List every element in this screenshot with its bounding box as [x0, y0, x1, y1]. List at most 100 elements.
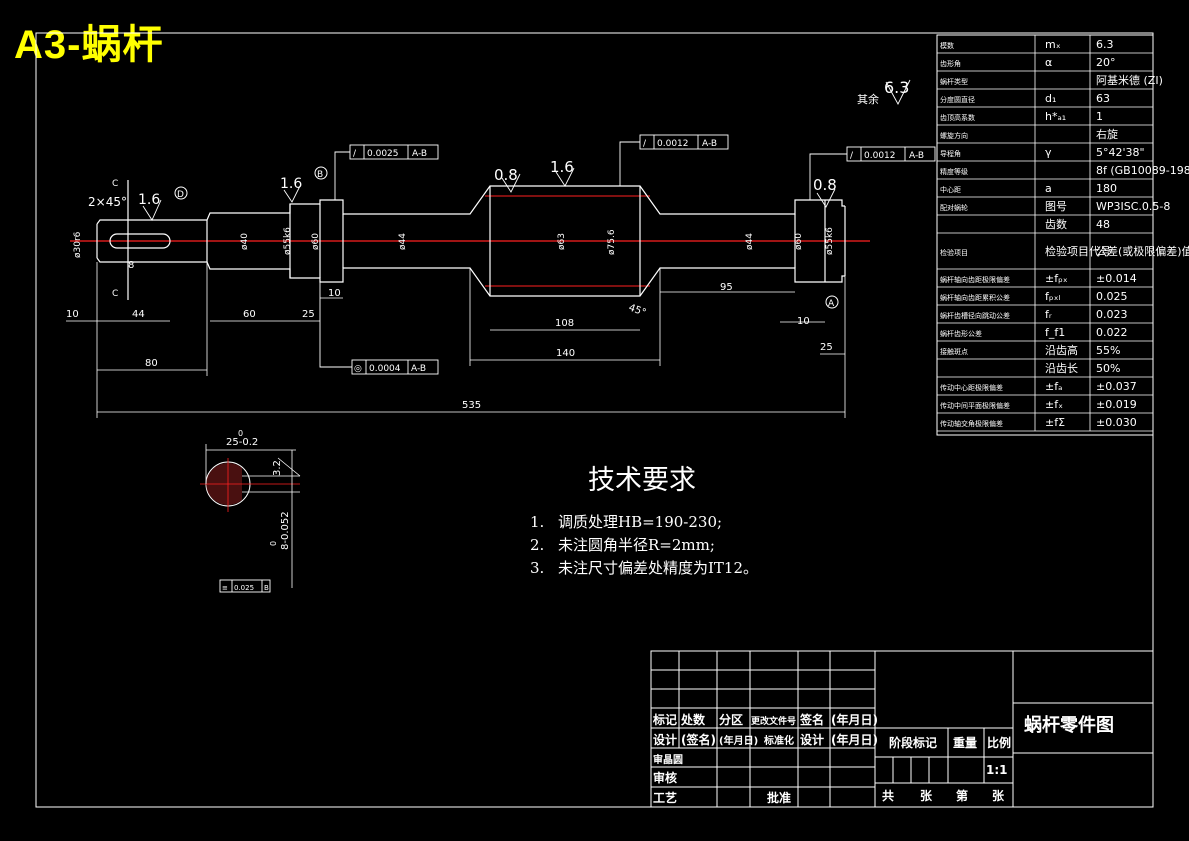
- tb-approve: 批准: [767, 790, 791, 805]
- requirement-number: 3.: [530, 559, 545, 577]
- param-value: 0.025: [1096, 290, 1128, 303]
- param-value: 公差(或极限偏差)值: [1096, 244, 1189, 258]
- tb-scale: 1:1: [986, 763, 1008, 777]
- requirement-text: 未注圆角半径R=2mm;: [558, 536, 715, 554]
- datum-markers: [174, 166, 839, 309]
- roughness-symbols: [142, 79, 911, 221]
- datum-d: D: [177, 190, 184, 200]
- datum-a: A: [828, 299, 835, 309]
- param-symbol: f_f1: [1045, 326, 1065, 339]
- tb-stage: 阶段标记: [889, 735, 937, 750]
- keyway-depth: 3.2: [272, 460, 283, 476]
- param-symbol: ±fₐ: [1045, 380, 1062, 393]
- tb-check: 审核: [653, 770, 677, 785]
- roughness-other-value: 6.3: [884, 78, 909, 97]
- dia-60-right: ø60: [794, 233, 804, 250]
- tb-row2-0: 设计: [653, 732, 677, 747]
- shaft-outline: [96, 180, 846, 300]
- tf5-value: 0.025: [234, 584, 254, 592]
- param-row: 传动轴交角极限偏差±fΣ±0.030: [937, 413, 1153, 432]
- dia-30r6: ø30r6: [73, 231, 83, 258]
- roughness-other-label: 其余: [857, 92, 879, 106]
- tb-drawing-title: 蜗杆零件图: [1024, 714, 1114, 736]
- keyway-width: 25-0.2: [226, 437, 258, 448]
- roughness-1: 1.6: [280, 176, 302, 192]
- dim-10a: 10: [66, 309, 79, 320]
- param-symbol: 沿齿长: [1045, 362, 1078, 375]
- tb-row2-3: 标准化: [763, 734, 794, 747]
- param-name: 蜗杆类型: [940, 77, 968, 86]
- dia-60-left: ø60: [311, 233, 321, 250]
- param-value: 阿基米德 (ZI): [1096, 73, 1163, 87]
- dim-angle: 45°: [627, 302, 647, 318]
- dim-140: 140: [556, 348, 575, 359]
- param-symbol: ±fₚₓ: [1045, 272, 1068, 285]
- param-symbol: γ: [1045, 146, 1052, 159]
- tf2-symbol: /: [643, 139, 647, 149]
- tf3-value: 0.0012: [864, 151, 896, 161]
- param-value: 0.023: [1096, 308, 1128, 321]
- param-row: 传动中心距极限偏差±fₐ±0.037: [937, 377, 1153, 396]
- param-name: 导程角: [940, 149, 961, 158]
- tb-row2-4: 设计: [800, 732, 824, 747]
- param-symbol: fᵣ: [1045, 308, 1052, 321]
- tf2-value: 0.0012: [657, 139, 689, 149]
- dim-44: 44: [132, 309, 145, 320]
- tb-row1-5: (年月日): [831, 712, 878, 727]
- chamfer-note: 2×45°: [88, 195, 127, 209]
- title-block-texts: 标记 处数 分区 更改文件号 签名 (年月日) 设计 (签名) (年月日) 标准…: [652, 712, 1114, 805]
- tf5-datum: B: [264, 584, 269, 592]
- param-value: 63: [1096, 92, 1110, 105]
- param-symbol: fₚₓₗ: [1045, 290, 1060, 303]
- tf3-symbol: /: [850, 151, 854, 161]
- tb-row2-1: (签名): [681, 732, 716, 747]
- dia-55k6-left: ø55k6: [283, 227, 293, 255]
- requirement-text: 调质处理HB=190-230;: [558, 513, 723, 531]
- param-name: 检验项目: [940, 248, 968, 257]
- dim-10c: 10: [797, 316, 810, 327]
- param-symbol: α: [1045, 56, 1052, 69]
- tb-craft: 工艺: [653, 790, 677, 805]
- dia-44-left: ø44: [398, 233, 408, 250]
- param-name: 蜗杆轴向齿距极限偏差: [940, 275, 1010, 284]
- dim-95: 95: [720, 282, 733, 293]
- tolerance-frame-texts: / 0.0025 A-B / 0.0012 A-B / 0.0012 A-B ◎…: [222, 139, 924, 592]
- param-value: ±0.019: [1096, 398, 1137, 411]
- param-value: 0.022: [1096, 326, 1128, 339]
- param-row: 沿齿长 50%: [937, 359, 1153, 378]
- technical-requirements: 技术要求 1.调质处理HB=190-230; 2.未注圆角半径R=2mm; 3.…: [530, 458, 758, 580]
- tb-row2-2: (年月日): [719, 734, 758, 747]
- param-symbol: ±fΣ: [1045, 416, 1065, 429]
- dimension-lines: [66, 262, 846, 418]
- tb-weight: 重量: [953, 735, 977, 750]
- requirement-item-3: 3.未注尺寸偏差处精度为IT12。: [530, 557, 758, 580]
- dim-25b: 25: [820, 342, 833, 353]
- param-value: 180: [1096, 182, 1117, 195]
- dim-60: 60: [243, 309, 256, 320]
- param-name: 中心距: [940, 185, 961, 194]
- param-symbol: 沿齿高: [1045, 343, 1078, 357]
- param-name: 齿形角: [940, 59, 961, 68]
- param-value: 50%: [1096, 362, 1120, 375]
- dim-25a: 25: [302, 309, 315, 320]
- datum-b: B: [317, 170, 323, 180]
- param-row: 蜗杆轴向齿距极限偏差±fₚₓ±0.014: [937, 269, 1153, 288]
- requirement-item-1: 1.调质处理HB=190-230;: [530, 511, 758, 534]
- tb-sheet: 张: [992, 788, 1005, 803]
- tf1-symbol: /: [353, 149, 357, 159]
- section-mark-bottom: C: [112, 289, 118, 299]
- param-value: 右旋: [1096, 127, 1118, 141]
- roughness-3: 0.8: [494, 166, 518, 184]
- param-symbol: ±fₓ: [1045, 398, 1063, 411]
- param-value: 8f (GB10089-1988): [1096, 164, 1189, 177]
- dim-10b: 10: [328, 288, 341, 299]
- tf4-datum: A-B: [411, 364, 426, 374]
